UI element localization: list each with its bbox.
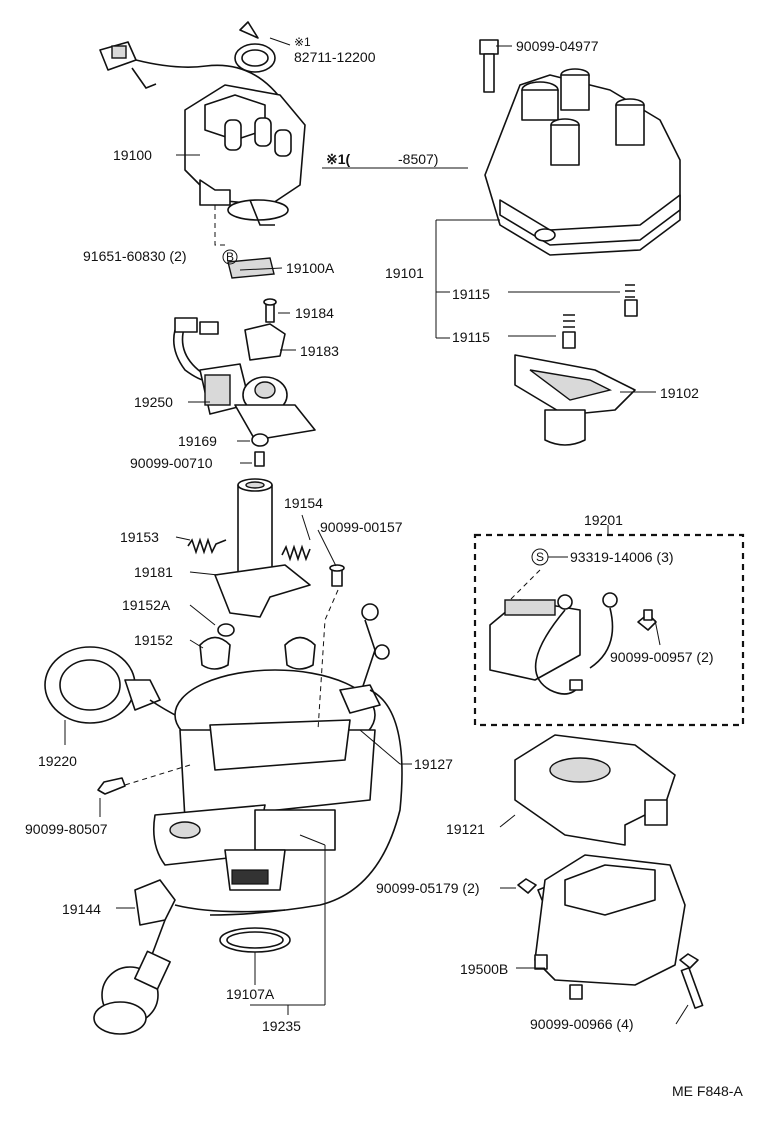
cover-19121-drawing xyxy=(514,734,676,846)
label-19144: 19144 xyxy=(62,901,101,917)
b-mark-circle xyxy=(222,249,238,265)
diagram-code: ME F848-A xyxy=(672,1083,743,1099)
igniter-module-drawing xyxy=(489,592,618,695)
spring-19154-drawing xyxy=(281,544,311,562)
spring-19115-bottom-drawing xyxy=(562,314,576,349)
dashed-leader-93319 xyxy=(509,569,541,601)
label-note-symbol: ※1( xyxy=(326,151,351,167)
distributor-assembly-drawing xyxy=(184,84,306,226)
label-19169: 19169 xyxy=(178,433,217,449)
screw-90099-00710-drawing xyxy=(254,451,265,467)
bracket-19183-drawing xyxy=(244,323,286,361)
label-19220: 19220 xyxy=(38,753,77,769)
label-19181: 19181 xyxy=(134,564,173,580)
signal-generator-19250-drawing xyxy=(172,317,316,441)
label-19153: 19153 xyxy=(120,529,159,545)
label-b-mark: B xyxy=(226,250,234,264)
label-82711-note: ※1 xyxy=(294,35,311,49)
washer-19169-drawing xyxy=(251,433,269,447)
label-19101: 19101 xyxy=(385,265,424,281)
label-19115-top: 19115 xyxy=(452,286,490,302)
bolt-90099-04977-drawing xyxy=(479,39,499,93)
label-90099-80507: 90099-80507 xyxy=(25,821,108,837)
spring-19115-top-drawing xyxy=(624,284,638,317)
label-90099-00710: 90099-00710 xyxy=(130,455,213,471)
label-19102: 19102 xyxy=(660,385,699,401)
ground-wire-19127-drawing xyxy=(209,603,403,916)
label-90099-00957: 90099-00957 (2) xyxy=(610,649,714,665)
screw-90099-00957-drawing xyxy=(637,609,657,631)
s-mark-circle xyxy=(531,548,549,566)
governor-shaft-drawing xyxy=(214,478,311,618)
label-19152A: 19152A xyxy=(122,597,171,613)
cover-19500B-drawing xyxy=(534,854,686,1000)
screw-19184-drawing xyxy=(263,298,277,323)
dashed-leader-19100 xyxy=(214,205,228,246)
clamp-82711-drawing xyxy=(234,21,276,73)
label-90099-04977: 90099-04977 xyxy=(516,38,599,54)
rotor-19102-drawing xyxy=(514,354,636,446)
label-90099-00966: 90099-00966 (4) xyxy=(530,1016,634,1032)
dashed-leader-bolt xyxy=(124,764,191,786)
label-note-range: -8507) xyxy=(398,151,438,167)
label-19100A: 19100A xyxy=(286,260,335,276)
label-93319-14006: 93319-14006 (3) xyxy=(570,549,674,565)
connector-plug-drawing xyxy=(99,41,287,107)
label-19115-bottom: 19115 xyxy=(452,329,490,345)
label-19100: 19100 xyxy=(113,147,152,163)
label-19250: 19250 xyxy=(134,394,173,410)
o-ring-19107A-drawing xyxy=(219,927,291,953)
igniter-kit-box xyxy=(473,533,745,727)
screw-90099-00157-drawing xyxy=(329,564,345,587)
weight-19152A-drawing xyxy=(217,623,235,637)
label-82711-12200: 82711-12200 xyxy=(294,49,376,65)
label-91651-60830: 91651-60830 (2) xyxy=(83,248,187,264)
bolt-90099-80507-drawing xyxy=(97,777,126,795)
distributor-housing-drawing xyxy=(152,669,376,891)
label-19154: 19154 xyxy=(284,495,323,511)
governor-weight-19152-drawing xyxy=(199,636,316,670)
label-90099-00157: 90099-00157 xyxy=(320,519,403,535)
label-19107A: 19107A xyxy=(226,986,275,1002)
label-19127: 19127 xyxy=(414,756,453,772)
label-19183: 19183 xyxy=(300,343,339,359)
label-19184: 19184 xyxy=(295,305,334,321)
distributor-cap-19101-drawing xyxy=(484,68,681,256)
leader-lines xyxy=(64,37,689,1025)
label-90099-05179: 90099-05179 (2) xyxy=(376,880,480,896)
dashed-leader-screw xyxy=(317,589,339,731)
label-19152: 19152 xyxy=(134,632,173,648)
label-19201: 19201 xyxy=(584,512,623,528)
label-plate-19100A-drawing xyxy=(227,257,275,279)
sensor-19144-drawing xyxy=(93,879,286,1035)
label-19235: 19235 xyxy=(262,1018,301,1034)
label-19500B: 19500B xyxy=(460,961,508,977)
label-s-mark: S xyxy=(536,550,544,564)
spring-19153-drawing xyxy=(187,537,227,555)
bolt-90099-00966-drawing xyxy=(679,953,704,1009)
label-19121: 19121 xyxy=(446,821,485,837)
